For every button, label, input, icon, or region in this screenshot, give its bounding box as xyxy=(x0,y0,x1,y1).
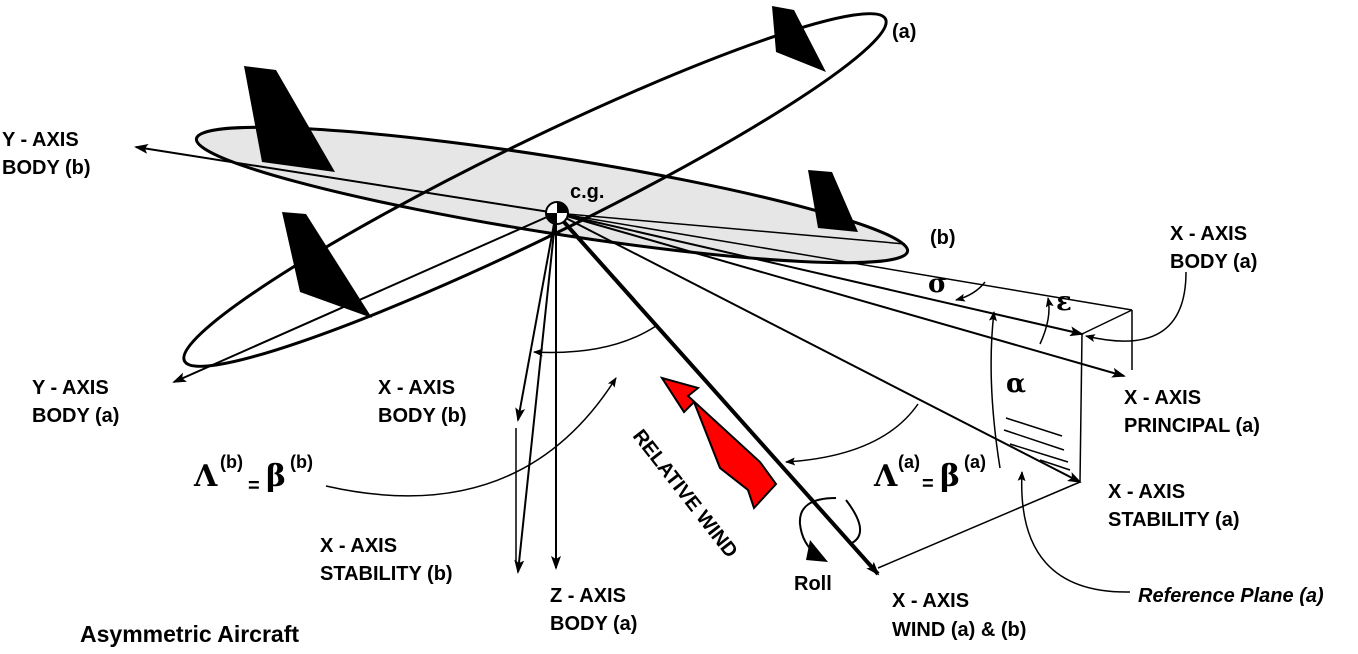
wing-a-label: (a) xyxy=(892,21,916,43)
roll-label: Roll xyxy=(794,573,832,595)
x-axis-stability-a-label-2: STABILITY (a) xyxy=(1108,509,1239,531)
reference-top-line xyxy=(555,212,1133,311)
x-axis-body-a-label-1: X - AXIS xyxy=(1170,223,1247,245)
sigma-symbol: σ xyxy=(928,269,947,299)
svg-text:=: = xyxy=(248,475,260,497)
y-axis-body-b-label-2: BODY (b) xyxy=(2,157,91,179)
lambda-a-equation: Λ (a) = β (a) xyxy=(873,452,986,495)
reference-plane-leader xyxy=(1017,471,1131,593)
y-axis-body-a-line xyxy=(172,212,557,383)
svg-text:β: β xyxy=(266,459,286,494)
x-axis-stability-b-label-1: X - AXIS xyxy=(320,535,397,557)
roll-arrow-head xyxy=(806,540,828,562)
x-axis-principal-a-label-1: X - AXIS xyxy=(1124,387,1201,409)
x-axis-stability-a-line xyxy=(555,212,1082,483)
svg-text:β: β xyxy=(940,459,960,494)
lambda-b-equation: Λ (b) = β (b) xyxy=(193,452,313,497)
x-axis-stability-b-label-2: STABILITY (b) xyxy=(320,563,453,585)
fin-b-right xyxy=(808,170,858,232)
body-a-leader xyxy=(1085,271,1187,342)
x-axis-wind-label-1: X - AXIS xyxy=(892,590,969,612)
svg-text:=: = xyxy=(922,473,934,495)
cg-label: c.g. xyxy=(570,181,604,203)
fin-b-left xyxy=(244,66,335,172)
x-axis-body-b-line xyxy=(515,212,557,422)
x-axis-stability-b-line xyxy=(514,212,557,574)
diagram-title: Asymmetric Aircraft xyxy=(80,621,299,647)
reference-plane-box xyxy=(877,309,1133,569)
wing-b-label: (b) xyxy=(930,227,956,249)
svg-text:(b): (b) xyxy=(220,452,243,472)
fin-a-bottom xyxy=(282,212,372,318)
alpha-symbol: α xyxy=(1006,369,1026,399)
svg-text:(b): (b) xyxy=(290,452,313,472)
cg-symbol xyxy=(545,201,569,225)
x-axis-body-b-label-2: BODY (b) xyxy=(378,405,467,427)
lambda-a-arc xyxy=(785,403,919,466)
sigma-arc xyxy=(955,281,986,302)
x-axis-body-b-label-1: X - AXIS xyxy=(378,377,455,399)
x-axis-wind-label-2: WIND (a) & (b) xyxy=(892,619,1026,641)
alpha-arc xyxy=(988,311,1001,469)
lambda-b-leader xyxy=(325,377,617,497)
svg-text:(a): (a) xyxy=(964,452,986,472)
y-axis-body-b-line xyxy=(134,143,557,214)
x-axis-principal-a-label-2: PRINCIPAL (a) xyxy=(1124,415,1260,437)
reference-plane-label: Reference Plane (a) xyxy=(1138,585,1324,607)
wing-b-chord-line xyxy=(555,212,906,245)
fin-a-top xyxy=(772,6,826,72)
svg-text:Λ: Λ xyxy=(193,459,218,494)
y-axis-body-b-label-1: Y - AXIS xyxy=(2,129,79,151)
z-axis-body-a-label-1: Z - AXIS xyxy=(550,585,626,607)
lambda-b-small-arc xyxy=(533,325,657,357)
svg-text:Λ: Λ xyxy=(873,459,898,494)
epsilon-symbol: ε xyxy=(1056,287,1072,317)
y-axis-body-a-label-2: BODY (a) xyxy=(32,405,119,427)
relative-wind-arrow xyxy=(659,376,778,510)
epsilon-arc xyxy=(1039,297,1054,345)
x-axis-body-a-label-2: BODY (a) xyxy=(1170,251,1257,273)
x-axis-stability-a-label-1: X - AXIS xyxy=(1108,481,1185,503)
x-axis-wind-line xyxy=(554,211,880,576)
y-axis-body-a-label-1: Y - AXIS xyxy=(32,377,109,399)
x-axis-principal-a-line xyxy=(555,212,1126,378)
svg-text:(a): (a) xyxy=(898,452,920,472)
z-axis-body-a-label-2: BODY (a) xyxy=(550,613,637,635)
